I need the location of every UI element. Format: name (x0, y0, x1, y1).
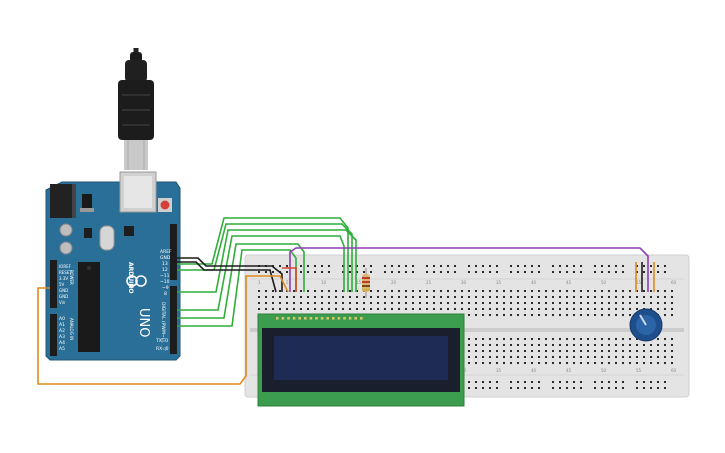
arduino-logo (126, 275, 147, 287)
breadboard-column-number: 60 (671, 368, 677, 373)
digital-header-bottom (170, 286, 177, 354)
breadboard-column-number: 25 (426, 280, 432, 285)
resistor-icon[interactable] (362, 268, 370, 298)
breadboard-column-number: 45 (566, 368, 572, 373)
atmega-chip (78, 262, 100, 352)
pin-label-11: ~11 (160, 273, 170, 279)
analog-pin-a0: A0 (59, 316, 65, 322)
breadboard-column-number: 35 (496, 280, 502, 285)
analog-pin-a2: A2 (59, 328, 65, 334)
pin-label-gnd: GND (160, 255, 171, 261)
analog-pin-a4: A4 (59, 340, 65, 346)
lcd-pin-header[interactable] (276, 317, 363, 320)
power-pin-3v3: 3.3V (59, 276, 68, 281)
pin-label-12: 12 (162, 267, 168, 273)
purple-wire[interactable] (289, 247, 649, 292)
power-pin-vin: Vin (59, 300, 66, 305)
power-pin-5v: 5V (59, 282, 65, 287)
potentiometer-leads[interactable] (635, 262, 655, 292)
power-jack (50, 184, 76, 218)
analog-pin-a1: A1 (59, 322, 65, 328)
pin-label-tx: TX▷0 (155, 338, 168, 344)
breadboard-column-number: 40 (531, 368, 537, 373)
usb-cable-icon[interactable] (118, 48, 154, 170)
orange-wire[interactable] (37, 275, 289, 385)
power-pin-reset: RESET (59, 270, 72, 275)
breadboard-column-number: 30 (461, 280, 467, 285)
breadboard-column-number: 50 (601, 368, 607, 373)
analog-header (50, 314, 57, 356)
lcd-screen (274, 336, 448, 380)
arduino-brand-label: ARDUINO (127, 262, 134, 293)
pin-label-aref: AREF (160, 249, 172, 255)
digital-pwm-label: DIGITAL (PWM~) (160, 302, 166, 340)
arduino-model-label: UNO (136, 308, 151, 337)
power-label: POWER (69, 270, 74, 285)
analog-pin-a5: A5 (59, 346, 65, 352)
black-wires[interactable] (177, 257, 283, 293)
digital-header-top (170, 224, 177, 280)
breadboard-column-number: 60 (671, 280, 677, 285)
breadboard-column-number: 5 (286, 280, 289, 285)
breadboard-column-number: 10 (321, 280, 327, 285)
red-wire[interactable] (282, 267, 297, 292)
power-pin-gnd2: GND (59, 294, 68, 299)
breadboard-column-number: 55 (636, 368, 642, 373)
pin-label-9: ~9 (162, 285, 169, 291)
lcd-module[interactable] (257, 313, 465, 407)
breadboard-column-number: 20 (391, 280, 397, 285)
breadboard-column-number: 35 (496, 368, 502, 373)
breadboard-column-number: 45 (566, 280, 572, 285)
breadboard-column-number: 40 (531, 280, 537, 285)
breadboard-column-number: 15 (356, 280, 362, 285)
analog-pin-a3: A3 (59, 334, 65, 340)
breadboard-column-number: 1 (258, 280, 261, 285)
pin-label-10: ~10 (160, 279, 170, 285)
breadboard-column-number: 50 (601, 280, 607, 285)
analog-in-label: ANALOG IN (69, 318, 74, 340)
power-pin-ioref: IOREF (59, 264, 72, 269)
arduino-uno-board[interactable]: ARDUINO UNO AREF GND 13 12 ~11 ~10 ~9 8 … (45, 171, 181, 361)
potentiometer-icon[interactable] (629, 308, 663, 342)
pin-label-13: 13 (162, 261, 168, 267)
power-header (50, 260, 57, 308)
pin-label-rx: RX◁0 (156, 346, 169, 352)
pin-label-8: 8 (164, 291, 167, 297)
breadboard-column-number: 55 (636, 280, 642, 285)
power-pin-gnd1: GND (59, 288, 68, 293)
